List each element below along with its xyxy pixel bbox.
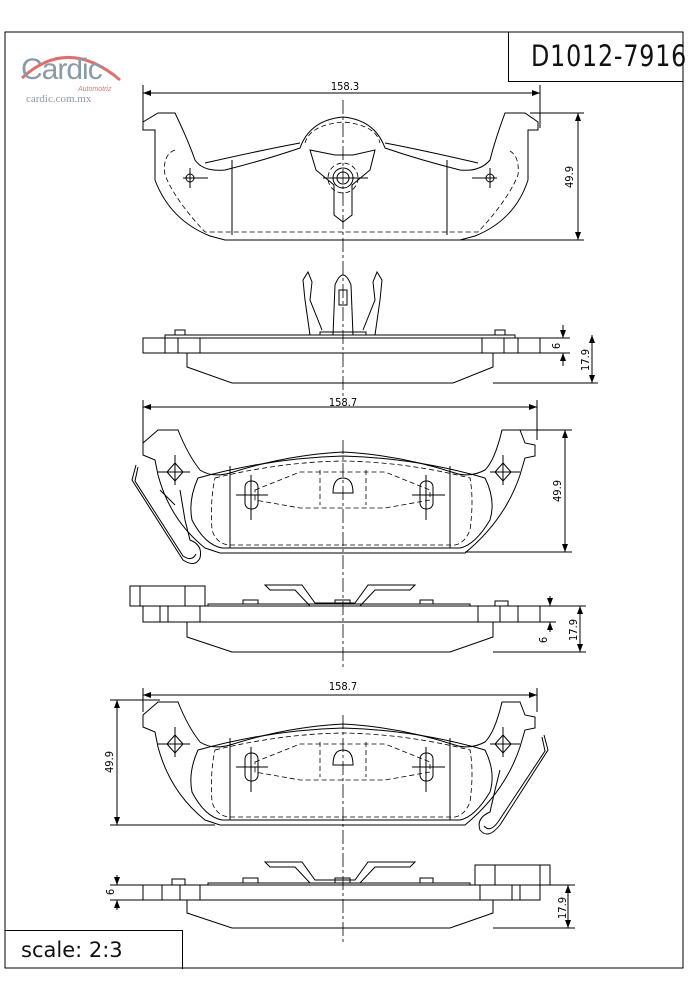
side-view-3-plate-label: 6	[104, 889, 117, 895]
front-view-mirrored: 158.7 49.9	[103, 680, 549, 835]
drawing-frame	[4, 31, 684, 969]
side-view-1-total-label: 17.9	[579, 349, 592, 371]
front-view-height-label: 49.9	[551, 480, 564, 502]
front-view-mirrored-width-label: 158.7	[329, 680, 357, 693]
part-number-box: D1012-7916	[508, 32, 686, 82]
cardic-logo: Cardic Automotriz cardic.com.mx	[18, 50, 128, 110]
scale-label: scale: 2:3	[21, 938, 123, 962]
logo-brand: Cardic	[21, 53, 103, 86]
part-number: D1012-7916	[531, 39, 688, 73]
side-view-1-plate-label: 6	[550, 343, 563, 349]
top-view-height-label: 49.9	[563, 166, 576, 188]
logo-tagline: Automotriz	[78, 86, 112, 93]
side-view-2: 6 17.9	[129, 584, 586, 653]
side-view-3-total-label: 17.9	[556, 897, 569, 919]
front-view-width-label: 158.7	[329, 396, 357, 409]
logo-arc-icon	[20, 56, 121, 82]
front-view-mirrored-height-label: 49.9	[103, 751, 116, 773]
side-view-1: 6 17.9	[142, 270, 598, 384]
logo-url: cardic.com.mx	[26, 93, 92, 105]
scale-box: scale: 2:3	[5, 930, 183, 969]
side-view-2-plate-label: 6	[537, 637, 550, 643]
top-view: 158.3 49.9	[142, 80, 584, 241]
side-view-2-total-label: 17.9	[567, 619, 580, 641]
side-view-3: 6 17.9	[104, 861, 575, 929]
front-view: 158.7 49.9	[131, 396, 572, 564]
top-view-width-label: 158.3	[331, 80, 359, 93]
